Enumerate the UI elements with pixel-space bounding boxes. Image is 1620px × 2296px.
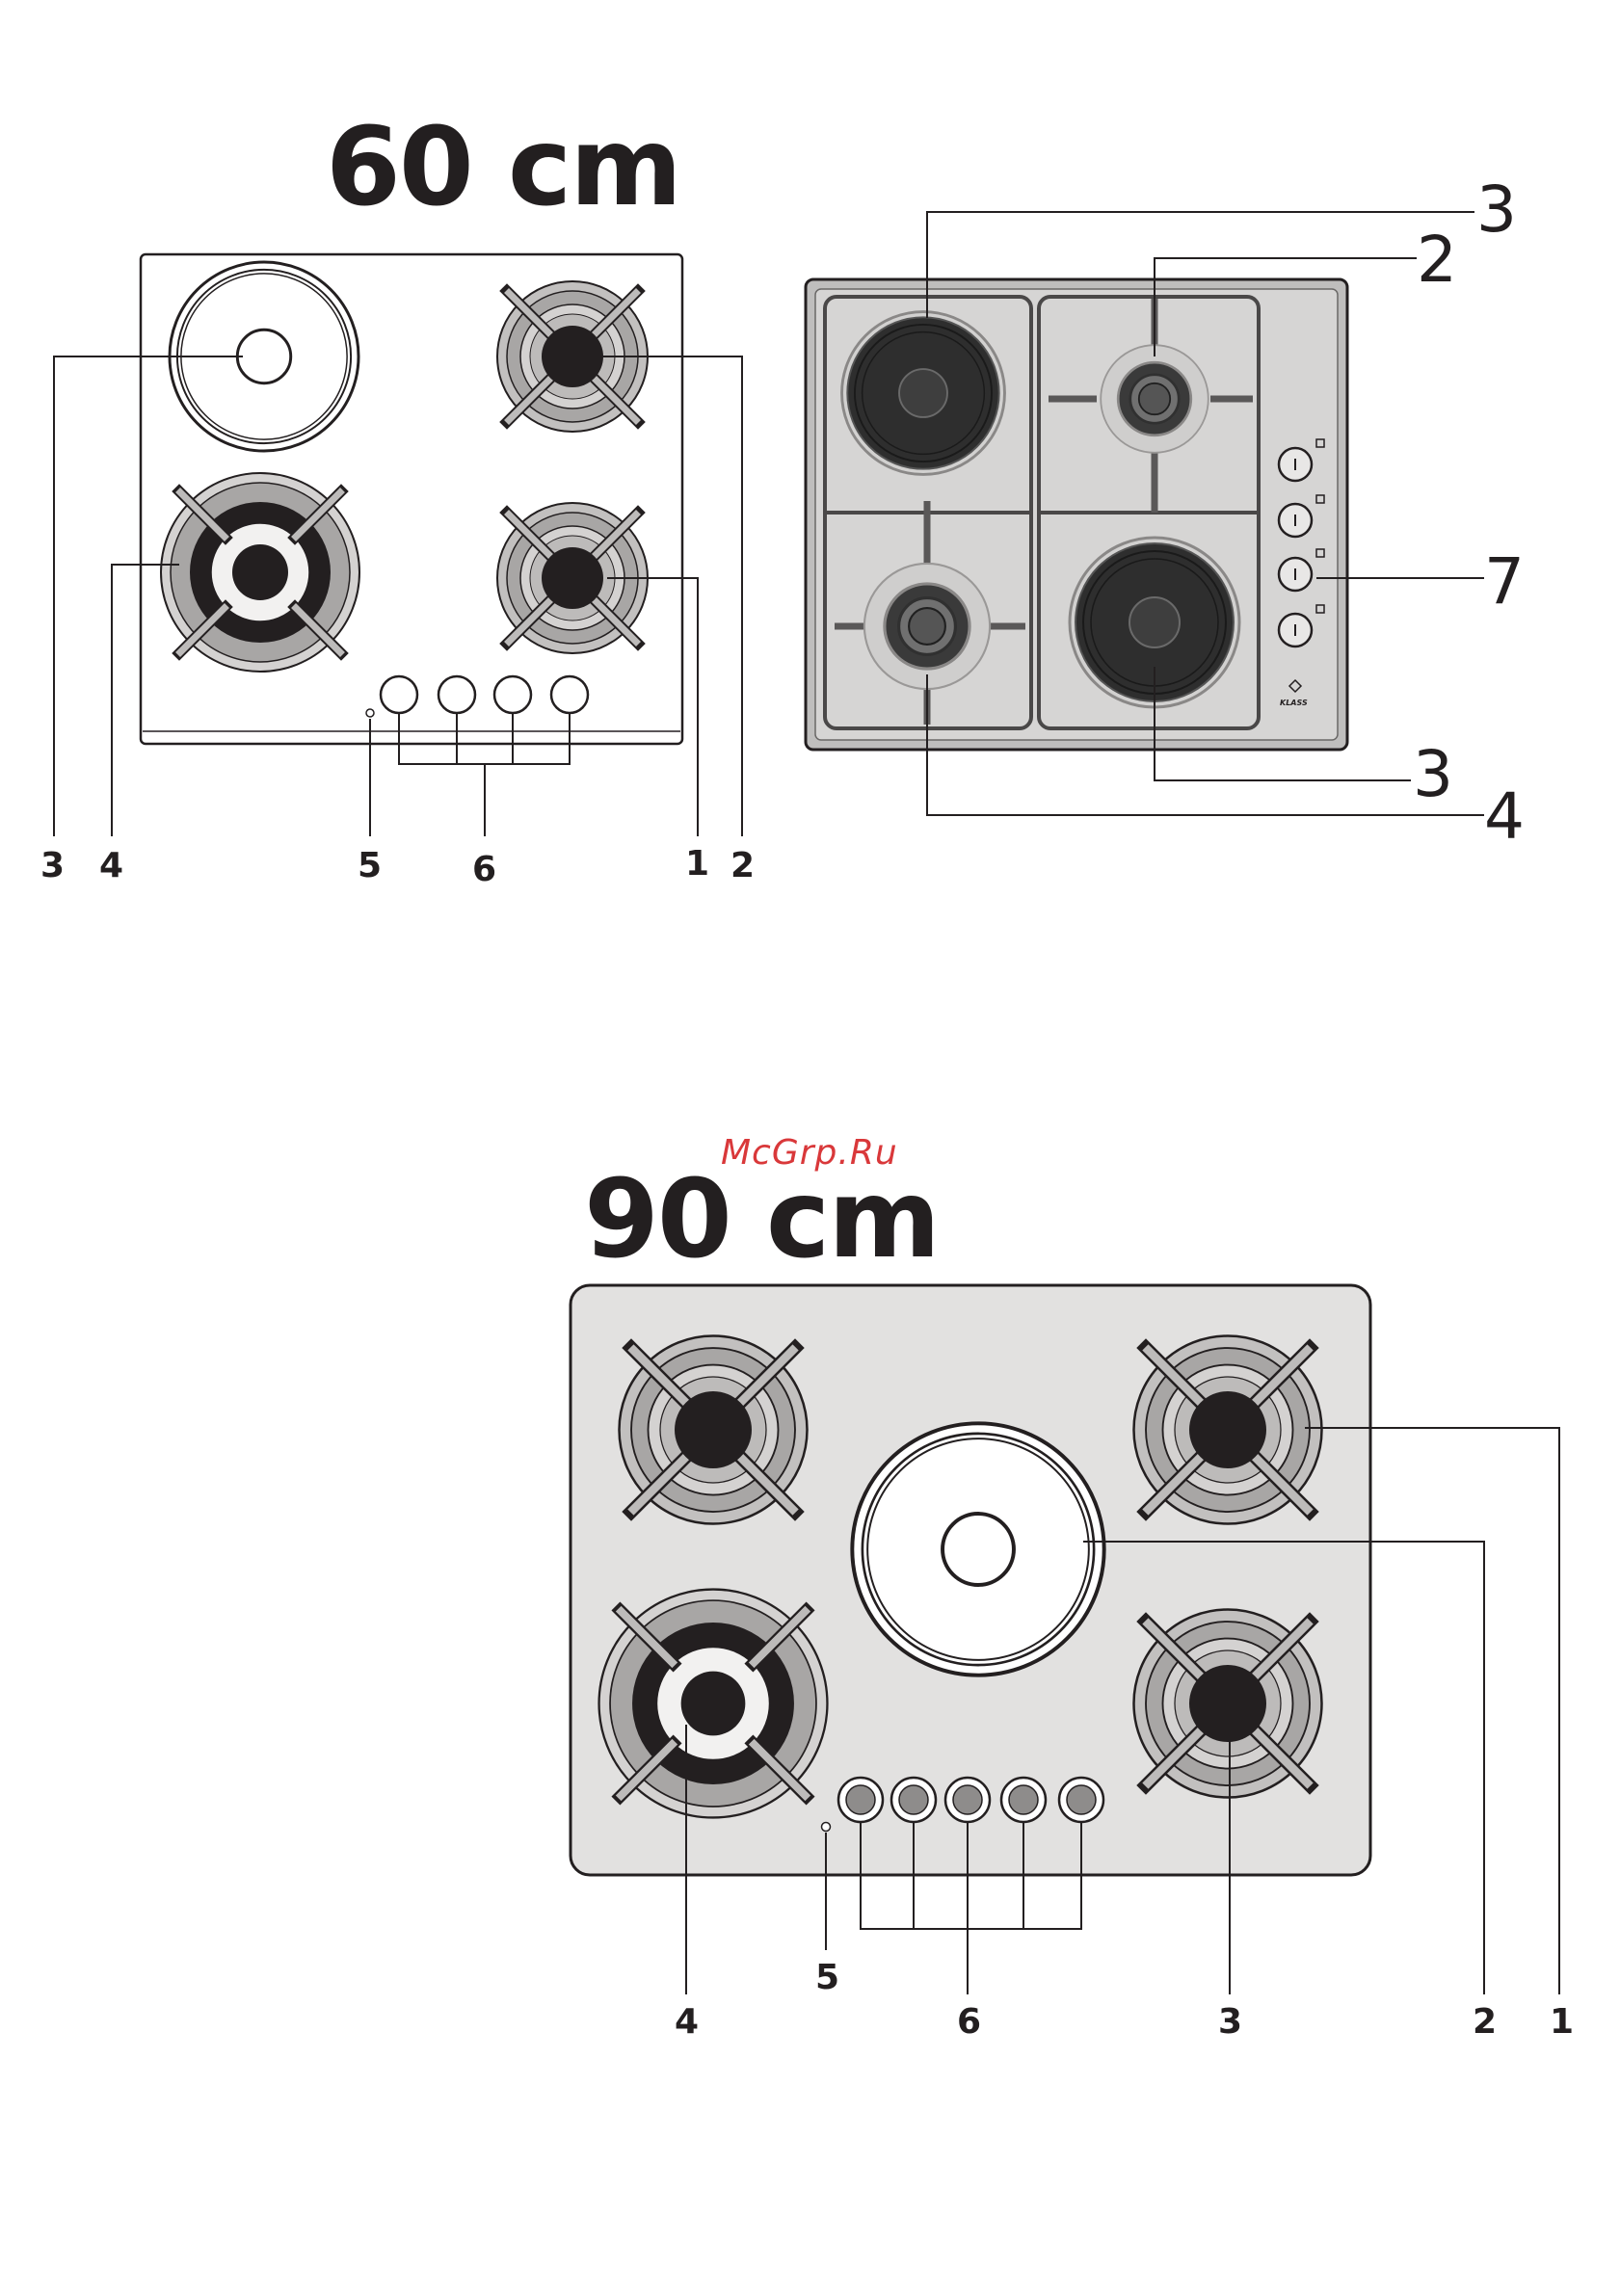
photo-callout-2: 2 bbox=[1417, 223, 1457, 297]
hob-90-callout-6: 6 bbox=[957, 2002, 981, 2042]
hob-90-indicator-light bbox=[822, 1823, 831, 1832]
photo-burner-rear-right bbox=[1101, 345, 1208, 453]
hob-90-burner-front-right bbox=[1134, 1610, 1322, 1798]
hob-90-wok-burner bbox=[599, 1590, 828, 1818]
hob-90-burner-rear-right bbox=[1134, 1336, 1322, 1524]
hob-60-callout-1: 1 bbox=[685, 844, 709, 884]
hob-60-indicator-light bbox=[366, 709, 374, 717]
hob-90-callout-2: 2 bbox=[1473, 2002, 1497, 2042]
hob-60-knob-1 bbox=[381, 676, 417, 713]
photo-callout-7: 7 bbox=[1484, 544, 1525, 619]
hob-60-callout-4: 4 bbox=[99, 846, 123, 885]
photo-callout-4: 4 bbox=[1484, 779, 1525, 854]
hob-90-diagram: 4 5 6 3 2 1 bbox=[571, 1285, 1574, 2042]
hob-60-wok-burner bbox=[161, 473, 359, 672]
photo-hotplate-rear-left bbox=[842, 312, 1005, 475]
hob-90-knob-3 bbox=[945, 1778, 990, 1822]
hob-60-knob-3 bbox=[494, 676, 531, 713]
hob-90-knob-1 bbox=[838, 1778, 883, 1822]
hob-60-callout-3: 3 bbox=[40, 846, 65, 885]
photo-callout-3-top: 3 bbox=[1476, 172, 1517, 247]
hob-90-callout-1: 1 bbox=[1550, 2002, 1574, 2042]
hob-60-photo-diagram: KLASS 3 2 7 3 4 bbox=[806, 172, 1525, 854]
hob-60-knob-2 bbox=[438, 676, 475, 713]
hob-60-callout-6: 6 bbox=[472, 850, 496, 889]
hob-90-callout-4: 4 bbox=[675, 2002, 699, 2042]
hob-90-callout-3: 3 bbox=[1218, 2002, 1242, 2042]
photo-burner-front-left bbox=[864, 564, 990, 689]
hob-60-knob-4 bbox=[551, 676, 588, 713]
hob-60-callout-2: 2 bbox=[730, 846, 755, 885]
hob-90-knob-5 bbox=[1059, 1778, 1103, 1822]
hob-90-callout-5: 5 bbox=[815, 1958, 839, 1997]
photo-brand-text: KLASS bbox=[1280, 699, 1308, 707]
photo-callout-3-bottom: 3 bbox=[1413, 737, 1453, 811]
hob-90-burner-rear-left bbox=[620, 1336, 808, 1524]
hob-90-knob-4 bbox=[1001, 1778, 1046, 1822]
hob-90-knob-2 bbox=[891, 1778, 936, 1822]
hob-60-diagram: 3 4 5 6 1 2 bbox=[40, 254, 755, 889]
hob-60-callout-5: 5 bbox=[358, 846, 382, 885]
hob-90-hotplate bbox=[852, 1423, 1103, 1675]
